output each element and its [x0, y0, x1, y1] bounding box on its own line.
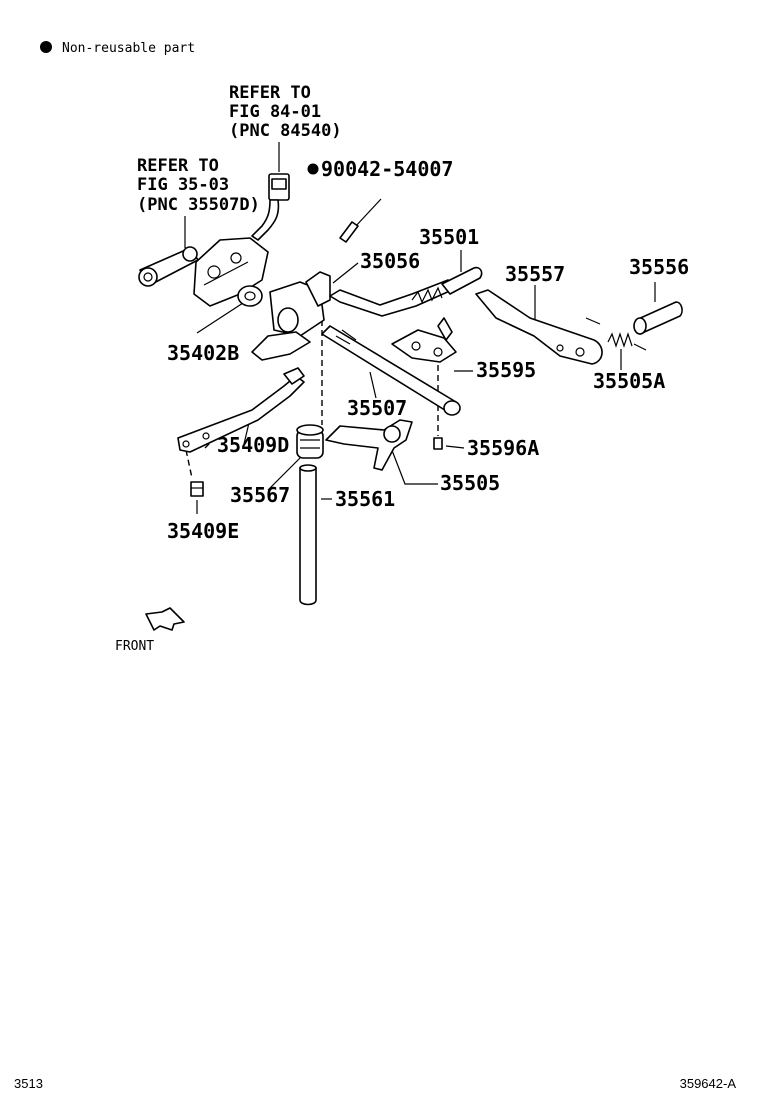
part-90042-54007: 90042-54007	[321, 157, 453, 181]
part-35507: 35507	[347, 396, 407, 420]
svg-text:(PNC 84540): (PNC 84540)	[229, 121, 342, 141]
part-35595: 35595	[476, 358, 536, 382]
footer-left: 3513	[14, 1076, 43, 1091]
non-reusable-dot-icon	[40, 41, 52, 53]
part-35505A: 35505A	[593, 369, 665, 393]
manual-valve-lever	[251, 271, 331, 361]
svg-text:(PNC 35507D): (PNC 35507D)	[137, 195, 260, 215]
part-35557: 35557	[505, 262, 565, 286]
lever-35557	[475, 289, 603, 365]
bracket-35595	[391, 317, 457, 363]
svg-text:FIG 84-01: FIG 84-01	[229, 102, 321, 122]
part-35561: 35561	[335, 487, 395, 511]
spring-35505A	[585, 317, 647, 351]
part-35056: 35056	[360, 249, 420, 273]
pin-35556	[633, 301, 683, 335]
part-35409E: 35409E	[167, 519, 239, 543]
svg-text:REFER TO: REFER TO	[229, 83, 311, 103]
rod-35561	[299, 464, 317, 606]
footer-right: 359642-A	[679, 1076, 736, 1091]
refer-fig-84-label: REFER TO FIG 84-01 (PNC 84540)	[229, 83, 342, 141]
legend-text: Non-reusable part	[62, 41, 195, 56]
bolt-35409E	[190, 481, 204, 497]
refer-fig-35-label: REFER TO FIG 35-03 (PNC 35507D)	[137, 156, 260, 215]
collar-35402B	[237, 285, 263, 307]
part-35556: 35556	[629, 255, 689, 279]
part-35596A: 35596A	[467, 436, 539, 460]
front-arrow-icon	[145, 607, 185, 631]
leader-lines	[184, 142, 656, 514]
part-35567: 35567	[230, 483, 290, 507]
bolt-35596A	[433, 437, 443, 450]
wiring-connector	[251, 173, 290, 241]
front-label: FRONT	[115, 639, 154, 654]
shaft-35507	[321, 325, 461, 416]
pin-90042	[339, 221, 359, 243]
part-35505: 35505	[440, 471, 500, 495]
rod-35501	[329, 266, 483, 317]
shift-fork-35505	[325, 419, 413, 471]
part-35402B: 35402B	[167, 341, 239, 365]
svg-text:FIG 35-03: FIG 35-03	[137, 175, 229, 195]
neutral-start-switch	[193, 237, 269, 307]
part-35501: 35501	[419, 225, 479, 249]
part-35409D: 35409D	[217, 433, 289, 457]
svg-text:REFER TO: REFER TO	[137, 156, 219, 176]
non-reusable-mark-icon	[307, 163, 319, 175]
link-plate-35507D	[138, 246, 199, 287]
detent-spring-35409D	[177, 367, 305, 453]
sleeve-35567	[296, 424, 324, 459]
